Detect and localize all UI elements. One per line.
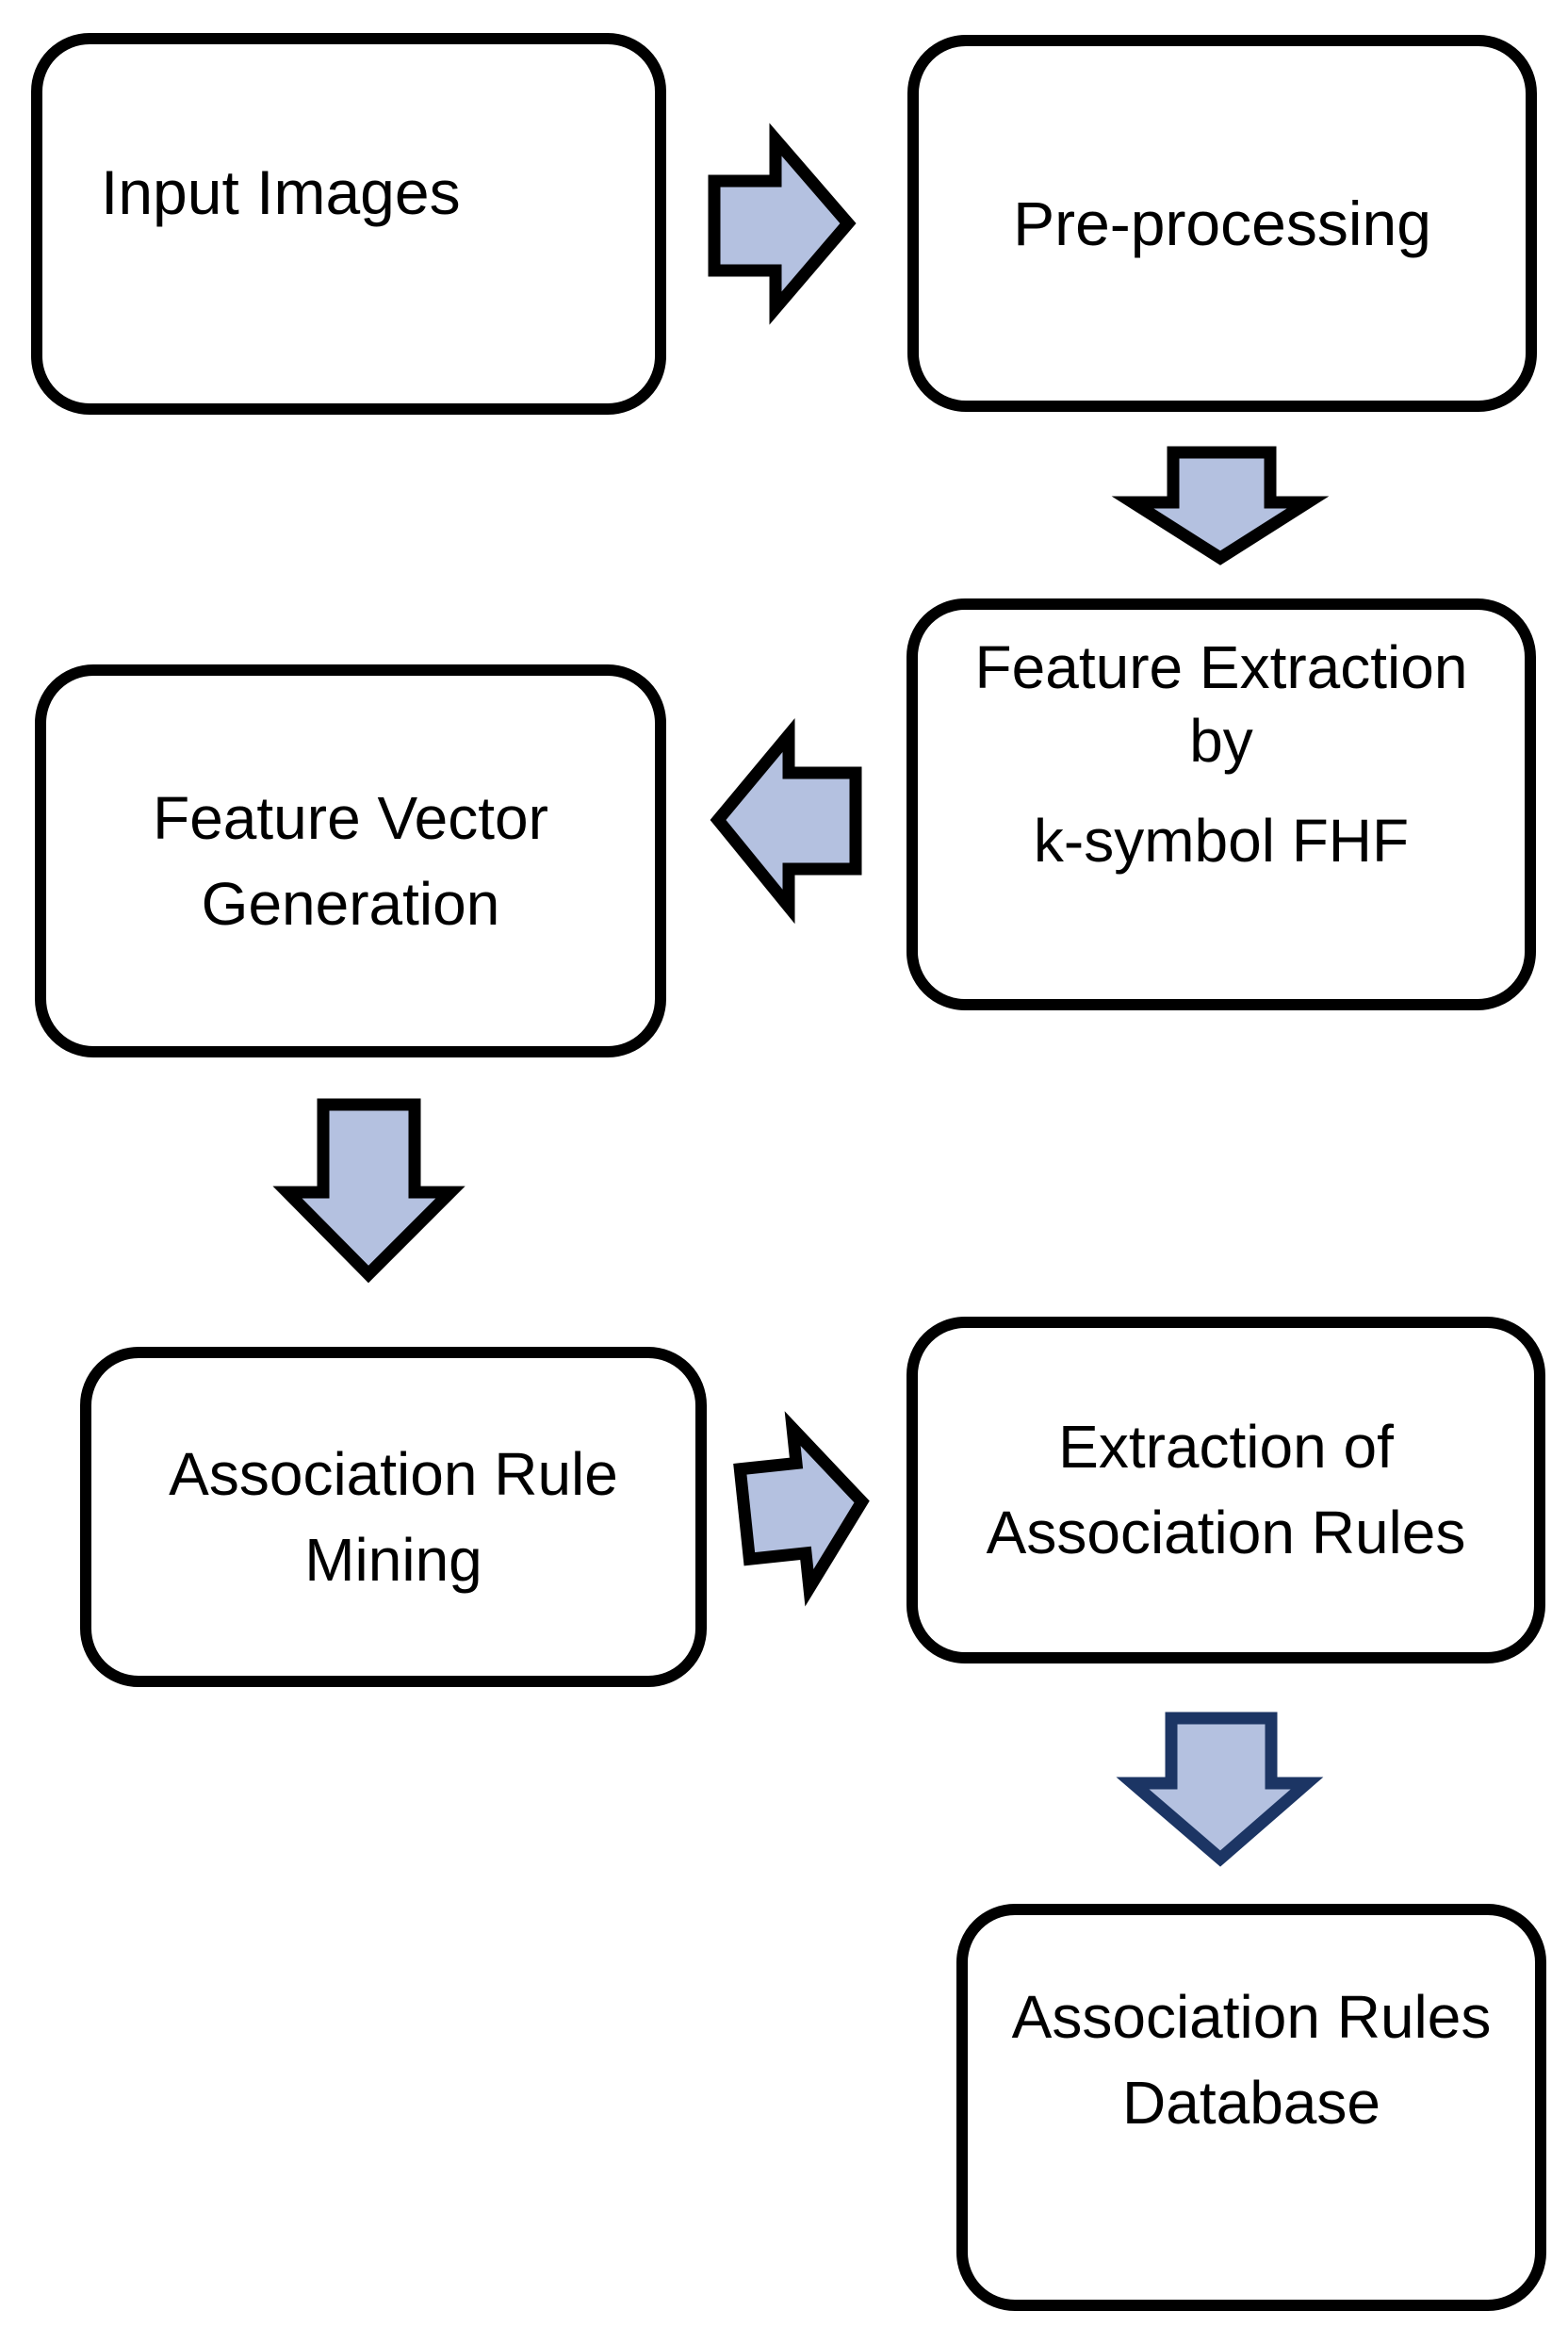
node-association-rule-mining: Association Rule Mining bbox=[80, 1347, 707, 1687]
node-association-rules-database-lines: Association Rules Database bbox=[1012, 1983, 1492, 2170]
left-arrow-feature-extraction-to-feature-vector bbox=[710, 718, 862, 925]
node-feature-vector-generation-line1: Feature Vector bbox=[153, 783, 548, 852]
node-feature-extraction-line3: k-symbol FHF bbox=[1033, 807, 1410, 875]
down-arrow-preprocessing-to-feature-extraction bbox=[1111, 446, 1330, 565]
node-pre-processing-label: Pre-processing bbox=[1013, 188, 1431, 258]
node-input-images: Input Images bbox=[31, 33, 666, 415]
node-feature-extraction-line1: Feature Extraction bbox=[974, 633, 1468, 701]
node-extraction-of-association-rules: Extraction of Association Rules bbox=[906, 1317, 1545, 1663]
node-input-images-label: Input Images bbox=[101, 156, 461, 227]
node-association-rule-mining-line2: Mining bbox=[304, 1525, 482, 1594]
down-arrow-feature-vector-to-association-mining bbox=[272, 1098, 466, 1284]
right-arrow-input-to-preprocessing bbox=[708, 123, 857, 325]
right-arrow-mining-to-extraction bbox=[733, 1411, 870, 1607]
node-feature-extraction: Feature Extraction by k-symbol FHF bbox=[906, 598, 1536, 1010]
node-association-rules-database-line1: Association Rules bbox=[1011, 1983, 1492, 2051]
node-extraction-of-association-rules-line2: Association Rules bbox=[986, 1499, 1466, 1566]
node-feature-vector-generation: Feature Vector Generation bbox=[35, 664, 666, 1057]
node-association-rules-database-line2: Database bbox=[1122, 2069, 1380, 2137]
down-arrow-extraction-to-database bbox=[1116, 1712, 1324, 1867]
node-feature-extraction-line2: by bbox=[1189, 707, 1253, 775]
node-association-rule-mining-line1: Association Rule bbox=[169, 1439, 618, 1508]
node-feature-vector-generation-line2: Generation bbox=[201, 869, 500, 938]
node-extraction-of-association-rules-line1: Extraction of bbox=[1058, 1413, 1394, 1481]
node-pre-processing: Pre-processing bbox=[907, 35, 1537, 412]
node-association-rules-database: Association Rules Database bbox=[956, 1904, 1546, 2311]
